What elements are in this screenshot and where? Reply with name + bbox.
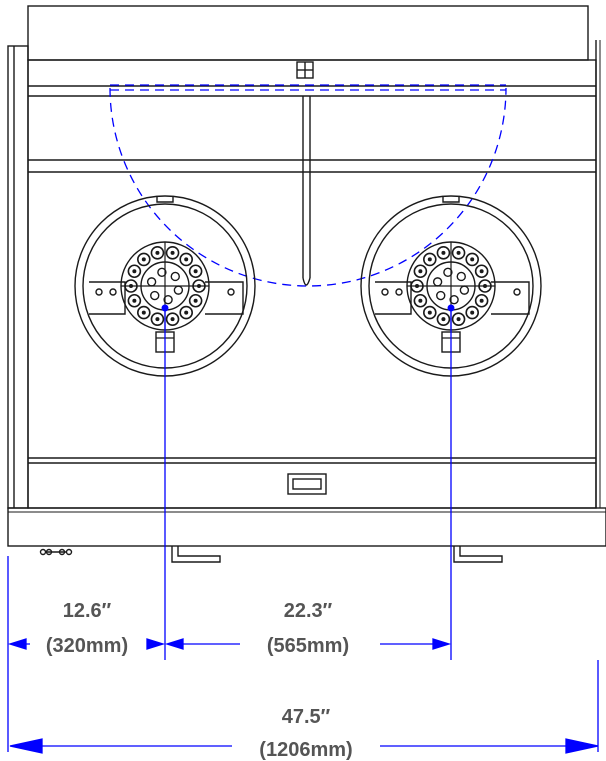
nozzle-bolt — [165, 312, 180, 326]
hub-bolt — [459, 285, 470, 295]
dim-overall-width-mm: (1206mm) — [259, 739, 352, 761]
nozzle-bolt — [474, 264, 489, 279]
dim-left-offset-inches: 12.6″ — [63, 600, 112, 622]
nozzle-bolt — [413, 264, 428, 279]
hub-bolt — [170, 271, 180, 282]
nozzle-bolt-center — [141, 257, 146, 262]
left-side-panel — [7, 45, 29, 509]
hub-bolt — [456, 271, 466, 282]
nozzle-bolt — [423, 305, 437, 320]
nozzle-bolt-center — [456, 317, 461, 322]
nozzle-bolt-center — [441, 317, 446, 322]
hood-swing-arc — [109, 87, 507, 287]
base-bolts — [39, 548, 73, 556]
main-body — [27, 59, 597, 509]
nozzle-bolt — [188, 293, 203, 308]
nozzle-bolt — [465, 252, 479, 267]
nozzle-bolt — [188, 264, 203, 279]
nozzle-bolt — [436, 312, 451, 326]
nozzle-bolt-center — [427, 257, 432, 262]
nozzle-bolt-center — [184, 310, 189, 315]
nozzle-bolt-center — [479, 269, 484, 274]
nozzle-bolt — [413, 293, 428, 308]
nozzle-bolt-center — [155, 317, 160, 322]
nozzle-bolt — [137, 305, 151, 320]
dim-center-spacing-inches: 22.3″ — [284, 600, 333, 622]
nozzle-bolt-center — [470, 257, 475, 262]
hub-bolt — [163, 294, 173, 305]
nozzle-bolt-center — [427, 310, 432, 315]
nozzle-bolt-center — [418, 298, 423, 303]
nozzle-bolt-center — [193, 298, 198, 303]
nozzle-bolt — [465, 305, 479, 320]
nozzle-bolt — [451, 312, 466, 326]
hub-bolt — [436, 290, 446, 301]
nozzle-bolt — [127, 293, 142, 308]
burner-bracket-left — [89, 281, 126, 315]
hub-bolt — [146, 277, 157, 287]
center-mark — [447, 304, 455, 312]
nozzle-bolt — [137, 252, 151, 267]
top-hood — [27, 5, 589, 61]
burner-left — [74, 195, 256, 377]
hub-bolt — [449, 294, 459, 305]
nozzle-bolt-center — [170, 317, 175, 322]
nozzle-bolt-center — [184, 257, 189, 262]
dim-overall-width-inches: 47.5″ — [282, 706, 331, 728]
hub-bolt — [157, 267, 167, 278]
hub-bolt — [432, 277, 443, 287]
nozzle-bolt — [150, 312, 165, 326]
hub-bolt — [150, 290, 160, 301]
nozzle-bolt — [179, 252, 193, 267]
right-foot — [453, 546, 503, 563]
center-mark — [161, 304, 169, 312]
hub-bolt — [173, 285, 184, 295]
nozzle-bolt-center — [155, 250, 160, 255]
nozzle-bolt — [423, 252, 437, 267]
left-foot — [171, 546, 221, 563]
base-plinth — [7, 507, 606, 547]
nozzle-bolt-center — [456, 250, 461, 255]
drawer-handle — [287, 473, 327, 495]
nozzle-bolt-center — [470, 310, 475, 315]
burner-bracket-left — [375, 281, 412, 315]
nozzle-bolt — [474, 293, 489, 308]
dim-center-spacing-mm: (565mm) — [267, 635, 349, 657]
nozzle-bolt — [150, 246, 165, 260]
nozzle-bolt-center — [418, 269, 423, 274]
nozzle-bolt — [127, 264, 142, 279]
nozzle-bolt-center — [141, 310, 146, 315]
nozzle-bolt-center — [479, 298, 484, 303]
nozzle-bolt-center — [170, 250, 175, 255]
nozzle-bolt-center — [132, 269, 137, 274]
nozzle-bolt — [179, 305, 193, 320]
hub-bolt — [443, 267, 453, 278]
dim-left-offset-mm: (320mm) — [46, 635, 128, 657]
nozzle-bolt — [451, 246, 466, 260]
nozzle-bolt-center — [441, 250, 446, 255]
burner-bracket-right — [205, 281, 244, 315]
burner-bracket-right — [491, 281, 530, 315]
nozzle-bolt-center — [132, 298, 137, 303]
nozzle-bolt — [436, 246, 451, 260]
nozzle-bolt-center — [193, 269, 198, 274]
nozzle-bolt — [165, 246, 180, 260]
